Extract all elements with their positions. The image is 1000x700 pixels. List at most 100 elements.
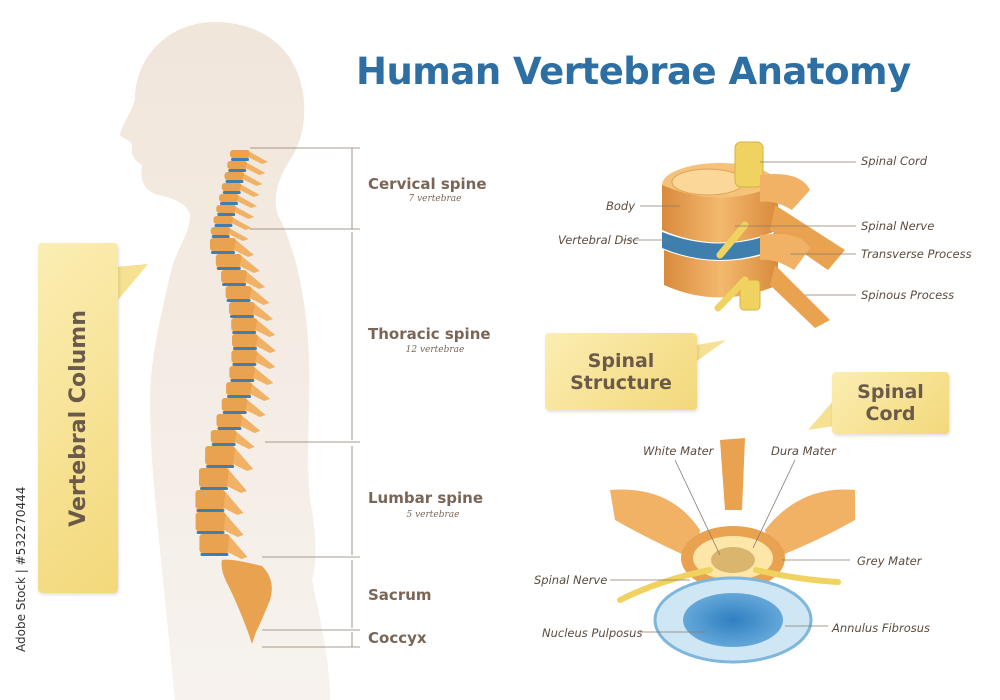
badge-pointer: [115, 264, 148, 300]
spinous-process: [233, 240, 254, 257]
spinous-process: [237, 196, 257, 208]
spinous-process: [240, 416, 261, 433]
vertebra: [231, 350, 258, 363]
vertebra: [195, 490, 226, 509]
vertebra: [216, 205, 237, 213]
label-annulus-fibrosus: Annulus Fibrosus: [832, 621, 931, 635]
vertebra: [210, 430, 237, 443]
vertebra: [229, 366, 256, 379]
badge-line: Cord: [865, 403, 916, 425]
vertebra: [210, 227, 231, 235]
intervertebral-disc: [222, 191, 241, 194]
intervertebral-disc: [222, 411, 247, 414]
vertebral-column-label: Vertebral Column: [65, 309, 91, 527]
vertebra: [199, 534, 230, 553]
vertebra: [205, 446, 236, 465]
spinous-process: [253, 368, 274, 385]
vertebra: [221, 183, 242, 191]
vertebra: [221, 398, 248, 411]
label-spinous-process: Spinous Process: [861, 288, 955, 302]
spinous-process: [234, 432, 255, 449]
intervertebral-disc: [227, 395, 252, 398]
intervertebral-disc: [228, 169, 247, 172]
region-thoracic-count: 12 vertebrae: [405, 345, 465, 355]
vertebra: [213, 216, 234, 224]
vertebra: [226, 382, 253, 395]
intervertebral-disc: [196, 509, 225, 512]
label-body: Body: [606, 199, 636, 213]
vertebra: [231, 334, 258, 347]
sacrum-coccyx: [221, 559, 272, 644]
intervertebral-disc: [211, 235, 230, 238]
vertebra: [198, 468, 229, 487]
badge-line: Structure: [570, 371, 672, 394]
spinous-process: [234, 207, 255, 219]
spinous-process: [250, 384, 271, 401]
label-spinal-nerve-section: Spinal Nerve: [534, 573, 608, 587]
badge-pointer: [808, 400, 834, 430]
badge-pointer: [690, 340, 726, 366]
intervertebral-disc: [230, 315, 255, 318]
spinous-process: [231, 218, 252, 230]
spinous-process: [233, 448, 254, 471]
badge-line: Spinal: [587, 349, 655, 372]
spinous-process: [255, 336, 276, 353]
intervertebral-disc: [231, 158, 249, 161]
body-silhouette: [120, 22, 330, 700]
intervertebral-disc: [196, 531, 225, 534]
spinous-process: [223, 514, 244, 537]
vertebra-illustration: [622, 141, 856, 328]
intervertebral-disc: [206, 465, 235, 468]
vertebra: [225, 286, 252, 299]
intervertebral-disc: [226, 299, 251, 302]
intervertebral-disc: [232, 363, 257, 366]
label-transverse-process: Transverse Process: [861, 247, 972, 261]
spinous-process: [245, 272, 266, 289]
spinous-process: [239, 256, 260, 273]
label-white-mater: White Mater: [643, 444, 714, 458]
intervertebral-disc: [199, 487, 228, 490]
label-nucleus-pulposus: Nucleus Pulposus: [542, 626, 643, 640]
spinous-process: [255, 352, 276, 369]
vertebra: [195, 512, 226, 531]
region-coccyx-label: Coccyx: [368, 629, 427, 647]
intervertebral-disc: [217, 213, 236, 216]
spinous-process: [255, 320, 276, 337]
spinous-process: [245, 163, 266, 175]
region-sacrum-label: Sacrum: [368, 586, 432, 604]
region-lumbar-label: Lumbar spine: [368, 489, 484, 507]
intervertebral-disc: [225, 180, 244, 183]
spinous-process: [242, 174, 263, 186]
intervertebral-disc: [211, 443, 236, 446]
spinous-process: [226, 470, 247, 493]
intervertebral-disc: [232, 331, 257, 334]
intervertebral-disc: [220, 202, 238, 205]
label-spinal-nerve-top: Spinal Nerve: [861, 219, 935, 233]
intervertebral-disc: [230, 379, 255, 382]
spinous-process: [253, 304, 274, 321]
spinous-process: [245, 400, 266, 417]
spine-column: [195, 150, 276, 644]
badge-line: Spinal: [857, 381, 924, 403]
intervertebral-disc: [210, 251, 235, 254]
vertebra: [219, 194, 239, 202]
vertebra: [215, 254, 242, 267]
spinous-process: [239, 185, 260, 197]
label-grey-mater: Grey Mater: [857, 554, 922, 568]
intervertebral-disc: [214, 224, 233, 227]
region-cervical-count: 7 vertebrae: [408, 194, 462, 204]
vertebra: [221, 270, 248, 283]
vertebra: [216, 414, 243, 427]
spinous-process: [227, 536, 248, 559]
intervertebral-disc: [232, 347, 257, 350]
cross-section-illustration: [610, 438, 855, 664]
vertebra: [227, 161, 248, 169]
intervertebral-disc: [216, 267, 241, 270]
label-spinal-cord: Spinal Cord: [861, 154, 928, 168]
page-title: Human Vertebrae Anatomy: [356, 50, 911, 93]
region-dimension-lines: [250, 147, 360, 648]
label-vertebral-disc: Vertebral Disc: [558, 233, 639, 247]
label-dura-mater: Dura Mater: [771, 444, 836, 458]
